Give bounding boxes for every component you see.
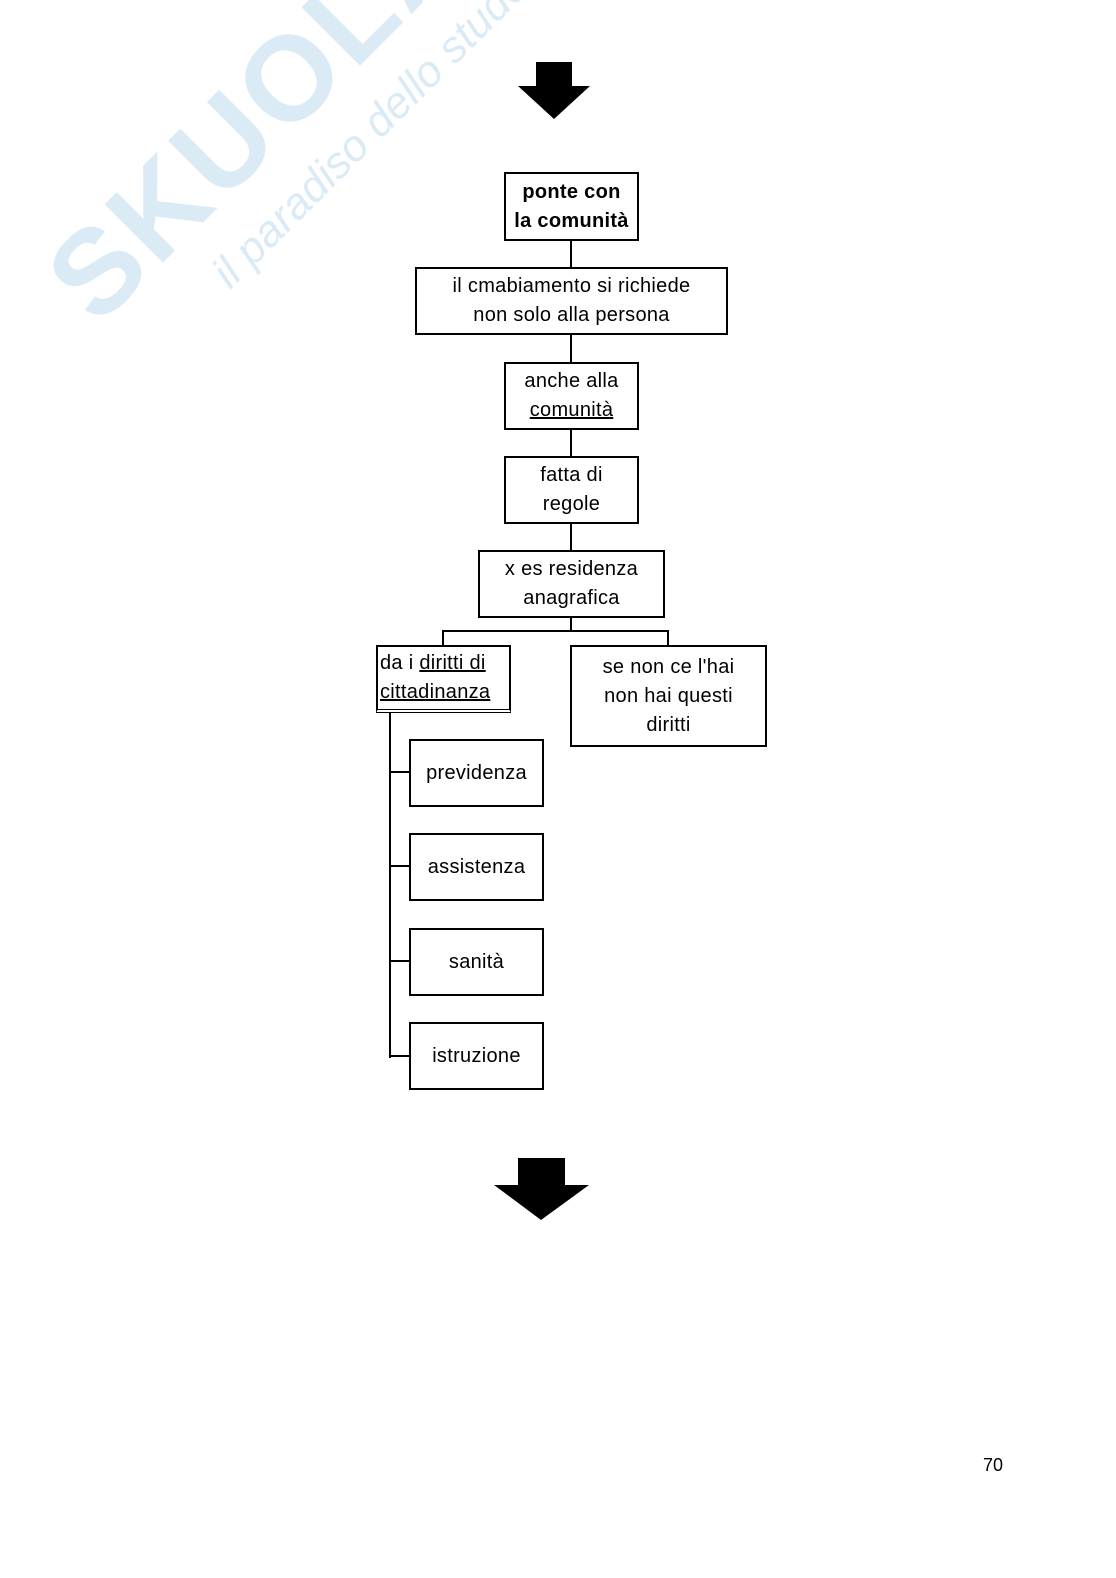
step4-line2: regole bbox=[542, 493, 601, 515]
down-arrow-icon bbox=[494, 1158, 589, 1220]
page-number: 70 bbox=[983, 1455, 1004, 1475]
step5-line1: x es residenza bbox=[504, 558, 639, 580]
child-label: istruzione bbox=[432, 1044, 521, 1067]
step2-box: il cmabiamento si richiede non solo alla… bbox=[415, 267, 728, 335]
child-box-previdenza: previdenza bbox=[409, 739, 544, 807]
left-branch-box: da i diritti di cittadinanza bbox=[376, 645, 511, 713]
child-box-istruzione: istruzione bbox=[409, 1022, 544, 1090]
step4-line1: fatta di bbox=[540, 464, 603, 486]
left-line1: da i diritti di bbox=[380, 649, 486, 678]
child-box-assistenza: assistenza bbox=[409, 833, 544, 901]
left-underlined1: diritti di bbox=[419, 652, 486, 674]
child-label: previdenza bbox=[426, 761, 527, 784]
root-line1: ponte con bbox=[522, 180, 621, 203]
child-box-sanita: sanità bbox=[409, 928, 544, 996]
root-box: ponte con la comunità bbox=[504, 172, 639, 241]
child-label: sanità bbox=[448, 950, 505, 973]
down-arrow-icon bbox=[518, 62, 590, 119]
step5-box: x es residenza anagrafica bbox=[478, 550, 665, 618]
right-line3: diritti bbox=[646, 713, 691, 736]
step5-line2: anagrafica bbox=[523, 587, 620, 609]
right-line2: non hai questi bbox=[604, 684, 733, 707]
step4-box: fatta di regole bbox=[504, 456, 639, 524]
step2-line2: non solo alla persona bbox=[473, 304, 670, 326]
child-label: assistenza bbox=[427, 855, 526, 878]
right-line1: se non ce l'hai bbox=[602, 655, 735, 678]
root-line2: la comunità bbox=[514, 209, 629, 232]
right-branch-box: se non ce l'hai non hai questi diritti bbox=[570, 645, 767, 747]
step3-line1: anche alla bbox=[524, 370, 619, 392]
step3-line2: comunità bbox=[529, 399, 614, 421]
left-line2: cittadinanza bbox=[380, 681, 491, 703]
step2-line1: il cmabiamento si richiede bbox=[452, 275, 691, 297]
left-prefix: da i bbox=[380, 652, 420, 674]
step3-box: anche alla comunità bbox=[504, 362, 639, 430]
